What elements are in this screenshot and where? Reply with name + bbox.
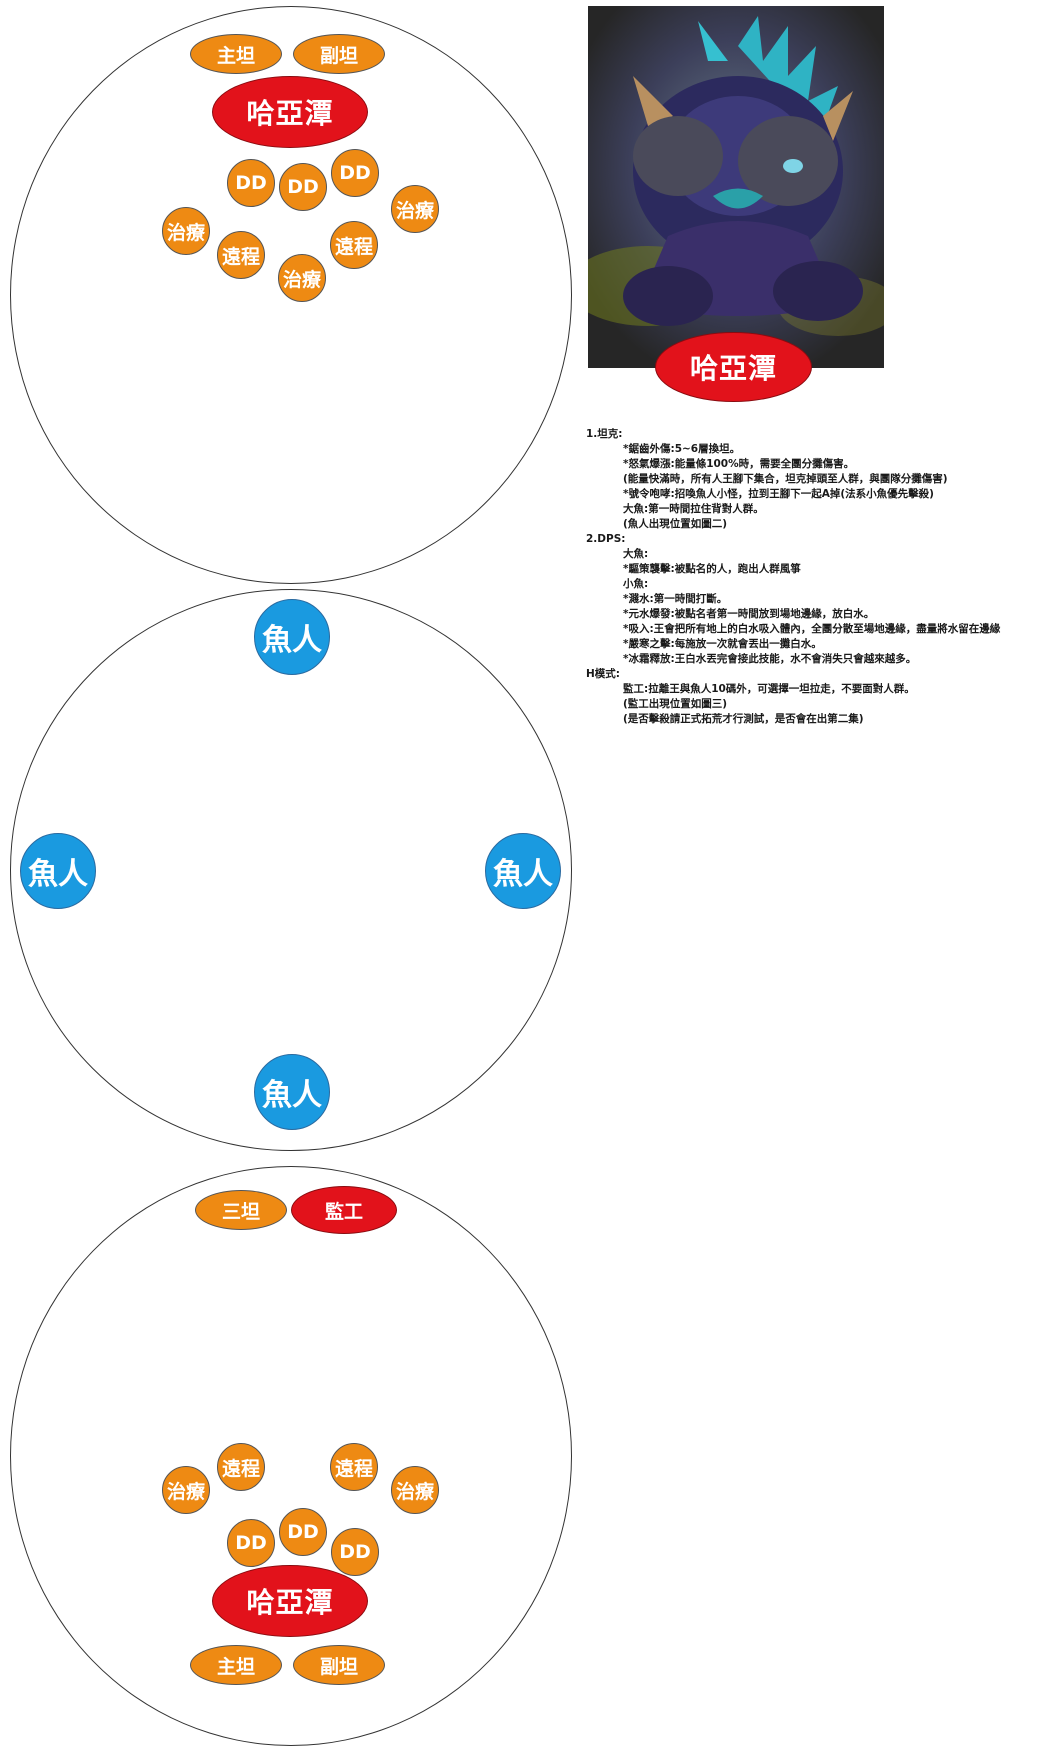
boss-marker: 哈亞潭 [212,1565,368,1637]
note-line: *號令咆哮:招喚魚人小怪，拉到王腳下一起A掉(法系小魚優先擊殺) [623,488,934,500]
boss-marker: 哈亞潭 [212,76,368,148]
ranged-marker-left: 遠程 [217,1443,265,1491]
boss-portrait-image [588,6,884,368]
ranged-marker-right: 遠程 [330,1443,378,1491]
note-line: 2.DPS: [586,533,626,545]
note-line: *濺水:第一時間打斷。 [623,593,728,605]
dd-marker-left: DD [227,159,275,207]
off-tank-marker: 副坦 [293,1645,385,1685]
boss-artwork-icon [588,6,884,368]
dd-marker-mid: DD [279,163,327,211]
dd-marker-left: DD [227,1519,275,1567]
ranged-marker-left: 遠程 [217,231,265,279]
note-line: (能量快滿時，所有人王腳下集合，坦克掉頭至人群，與團隊分攤傷害) [623,473,948,485]
dd-marker-right: DD [331,149,379,197]
note-line: *吸入:王會把所有地上的白水吸入體內，全團分散至場地邊緣，盡量將水留在邊緣 [623,623,1001,635]
main-tank-marker: 主坦 [190,34,282,74]
note-line: *元水爆發:被點名者第一時間放到場地邊緣，放白水。 [623,608,875,620]
note-line: *冰霜釋放:王白水丟完會接此技能，水不會消失只會越來越多。 [623,653,917,665]
off-tank-marker: 副坦 [293,34,385,74]
note-line: *怒氣爆漲:能量條100%時，需要全團分攤傷害。 [623,458,855,470]
note-line: *嚴寒之擊:每施放一次就會丟出一攤白水。 [623,638,822,650]
healer-marker-left: 治療 [162,207,210,255]
note-line: 大魚:第一時間拉住背對人群。 [623,503,764,515]
note-line: (監工出現位置如圖三) [623,698,728,710]
strategy-notes: 1.坦克:*鋸齒外傷:5~6層換坦。 *怒氣爆漲:能量條100%時，需要全團分攤傷… [586,427,1041,727]
healer-marker-bottom: 治療 [278,254,326,302]
healer-marker-left: 治療 [162,1466,210,1514]
note-line: H模式: [586,668,620,680]
note-line: *鋸齒外傷:5~6層換坦。 [623,443,741,455]
arena-diagram-3 [10,1166,572,1746]
dd-marker-mid: DD [279,1508,327,1556]
note-line: (魚人出現位置如圖二) [623,518,728,530]
note-line: 小魚: [623,578,649,590]
murloc-spawn-left: 魚人 [20,833,96,909]
healer-marker-right: 治療 [391,1466,439,1514]
portrait-name-label: 哈亞潭 [655,332,812,402]
ranged-marker-right: 遠程 [330,221,378,269]
healer-marker-right: 治療 [391,185,439,233]
main-tank-marker: 主坦 [190,1645,282,1685]
note-line: 監工:拉離王與魚人10碼外，可選擇一坦拉走，不要面對人群。 [623,683,915,695]
murloc-spawn-top: 魚人 [254,599,330,675]
note-line: *驅策襲擊:被點名的人，跑出人群風箏 [623,563,801,575]
note-line: 大魚: [623,548,649,560]
note-line: (是否擊殺請正式拓荒才行測試，是否會在出第二集) [623,713,864,725]
murloc-spawn-right: 魚人 [485,833,561,909]
dd-marker-right: DD [331,1528,379,1576]
third-tank-marker: 三坦 [195,1190,287,1230]
murloc-spawn-bottom: 魚人 [254,1054,330,1130]
note-line: 1.坦克: [586,428,623,440]
overseer-marker: 監工 [291,1186,397,1234]
